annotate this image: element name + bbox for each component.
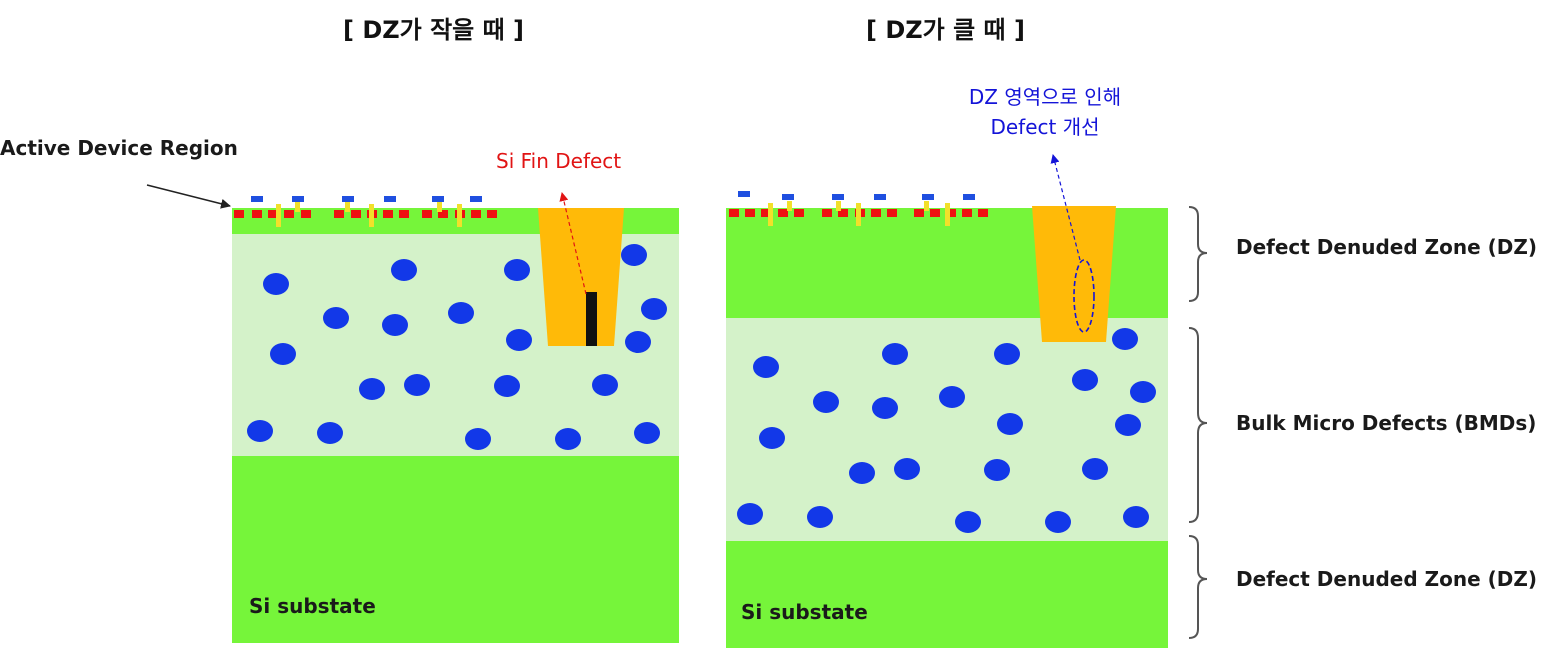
si-fin-defect-arrow-icon <box>559 192 587 295</box>
right-panel-large-dz <box>726 154 1208 648</box>
bmd-dot <box>994 343 1020 365</box>
title-large-dz: [ DZ가 클 때 ] <box>866 16 1025 44</box>
brace-bmd-icon <box>1188 327 1208 523</box>
bmd-dot <box>1123 506 1149 528</box>
bmd-dot <box>984 459 1010 481</box>
bmd-dot <box>882 343 908 365</box>
bmd-dot <box>641 298 667 320</box>
bmd-dot <box>737 503 763 525</box>
dz-improvement-line-1: DZ 영역으로 인해 <box>968 85 1122 109</box>
zone-label-top-dz: Defect Denuded Zone (DZ) <box>1236 235 1538 259</box>
brace-top-dz-icon <box>1188 206 1208 302</box>
substrate-label-right: Si substate <box>741 600 868 624</box>
bmd-dot <box>813 391 839 413</box>
si-fin-defect-label: Si Fin Defect <box>496 149 622 173</box>
bmd-dot <box>391 259 417 281</box>
zone-label-bottom-dz: Defect Denuded Zone (DZ) <box>1236 567 1538 591</box>
bmd-dot <box>263 273 289 295</box>
substrate-label-left: Si substate <box>249 594 376 618</box>
left-si-fin <box>538 208 624 346</box>
bmd-dot <box>634 422 660 444</box>
bmd-dot <box>359 378 385 400</box>
bmd-dot <box>592 374 618 396</box>
bmd-dot <box>1130 381 1156 403</box>
dz-improvement-note: DZ 영역으로 인해 Defect 개선 <box>930 82 1160 142</box>
bmd-dot <box>1072 369 1098 391</box>
bmd-dot <box>555 428 581 450</box>
bmd-dot <box>247 420 273 442</box>
left-panel-small-dz <box>146 184 679 643</box>
bmd-dot <box>1115 414 1141 436</box>
active-device-region-arrow-icon <box>146 184 231 209</box>
zone-label-bmd: Bulk Micro Defects (BMDs) <box>1236 411 1537 435</box>
bmd-dot <box>872 397 898 419</box>
bmd-dot <box>506 329 532 351</box>
bmd-dot <box>894 458 920 480</box>
bmd-dot <box>270 343 296 365</box>
bmd-dot <box>625 331 651 353</box>
bmd-dot <box>1045 511 1071 533</box>
bmd-dot <box>317 422 343 444</box>
defect-ellipse-icon <box>1073 259 1095 333</box>
brace-bottom-dz-icon <box>1188 535 1208 639</box>
bmd-dot <box>504 259 530 281</box>
right-si-fin <box>1032 206 1116 342</box>
bmd-dot <box>759 427 785 449</box>
left-active-device-gates <box>234 196 497 227</box>
bmd-dot <box>323 307 349 329</box>
zone-braces <box>1188 206 1208 639</box>
dz-improvement-line-2: Defect 개선 <box>990 115 1100 139</box>
bmd-dot <box>955 511 981 533</box>
bmd-dot <box>1112 328 1138 350</box>
title-small-dz: [ DZ가 작을 때 ] <box>343 16 525 44</box>
bmd-dot <box>621 244 647 266</box>
bmd-dot <box>849 462 875 484</box>
right-bmd-dots <box>737 328 1156 533</box>
left-bmd-dots <box>247 244 667 450</box>
bmd-dot <box>382 314 408 336</box>
bmd-dot <box>753 356 779 378</box>
bmd-dot <box>997 413 1023 435</box>
si-fin-defect-mark <box>586 292 597 346</box>
active-device-region-label: Active Device Region <box>0 136 238 160</box>
bmd-dot <box>807 506 833 528</box>
right-bmd-region <box>726 318 1168 541</box>
bmd-dot <box>465 428 491 450</box>
bmd-dot <box>494 375 520 397</box>
bmd-dot <box>448 302 474 324</box>
bmd-dot <box>939 386 965 408</box>
bmd-dot <box>1082 458 1108 480</box>
bmd-dot <box>404 374 430 396</box>
right-active-device-gates <box>729 191 988 226</box>
